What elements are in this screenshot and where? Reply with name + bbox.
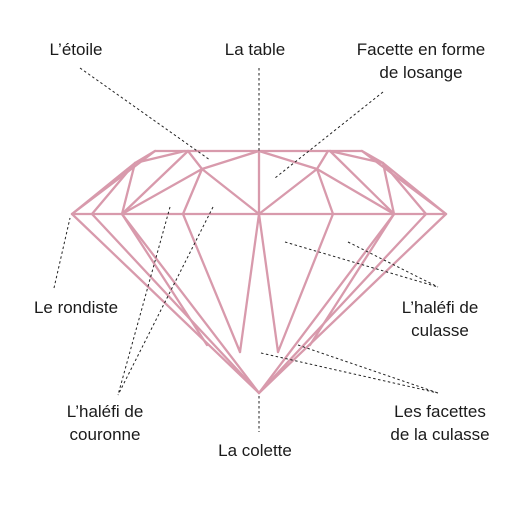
leader-pavilion-facets-a [260, 352, 439, 394]
label-girdle: Le rondiste [34, 298, 118, 317]
label-star: L’étoile [50, 40, 103, 59]
label-table: La table [225, 40, 286, 59]
leader-pavilion-main-b [347, 241, 439, 288]
leader-star [79, 67, 211, 161]
label-pavilion-main-line1: L’haléfi de [402, 298, 479, 317]
label-crown-half-line1: L’haléfi de [67, 402, 144, 421]
leader-girdle [53, 217, 71, 289]
leader-pavilion-main-a [284, 241, 439, 288]
leader-crown-half-b [117, 206, 214, 396]
diamond-drawing [70, 149, 448, 395]
leader-lines [53, 67, 439, 432]
label-pavilion-facets-line1: Les facettes [394, 402, 486, 421]
crown-facets [70, 149, 448, 216]
label-pavilion-main-line2: culasse [411, 321, 469, 340]
label-kite-line2: de losange [379, 63, 462, 82]
leader-kite [274, 91, 384, 179]
label-kite-line1: Facette en forme [357, 40, 486, 59]
label-pavilion-facets-line2: de la culasse [390, 425, 489, 444]
leader-pavilion-facets-b [297, 344, 439, 394]
pavilion-facets [90, 212, 428, 395]
label-crown-half-line2: couronne [70, 425, 141, 444]
label-culet: La colette [218, 441, 292, 460]
labels: L’étoile La table Facette en forme de lo… [34, 40, 490, 460]
